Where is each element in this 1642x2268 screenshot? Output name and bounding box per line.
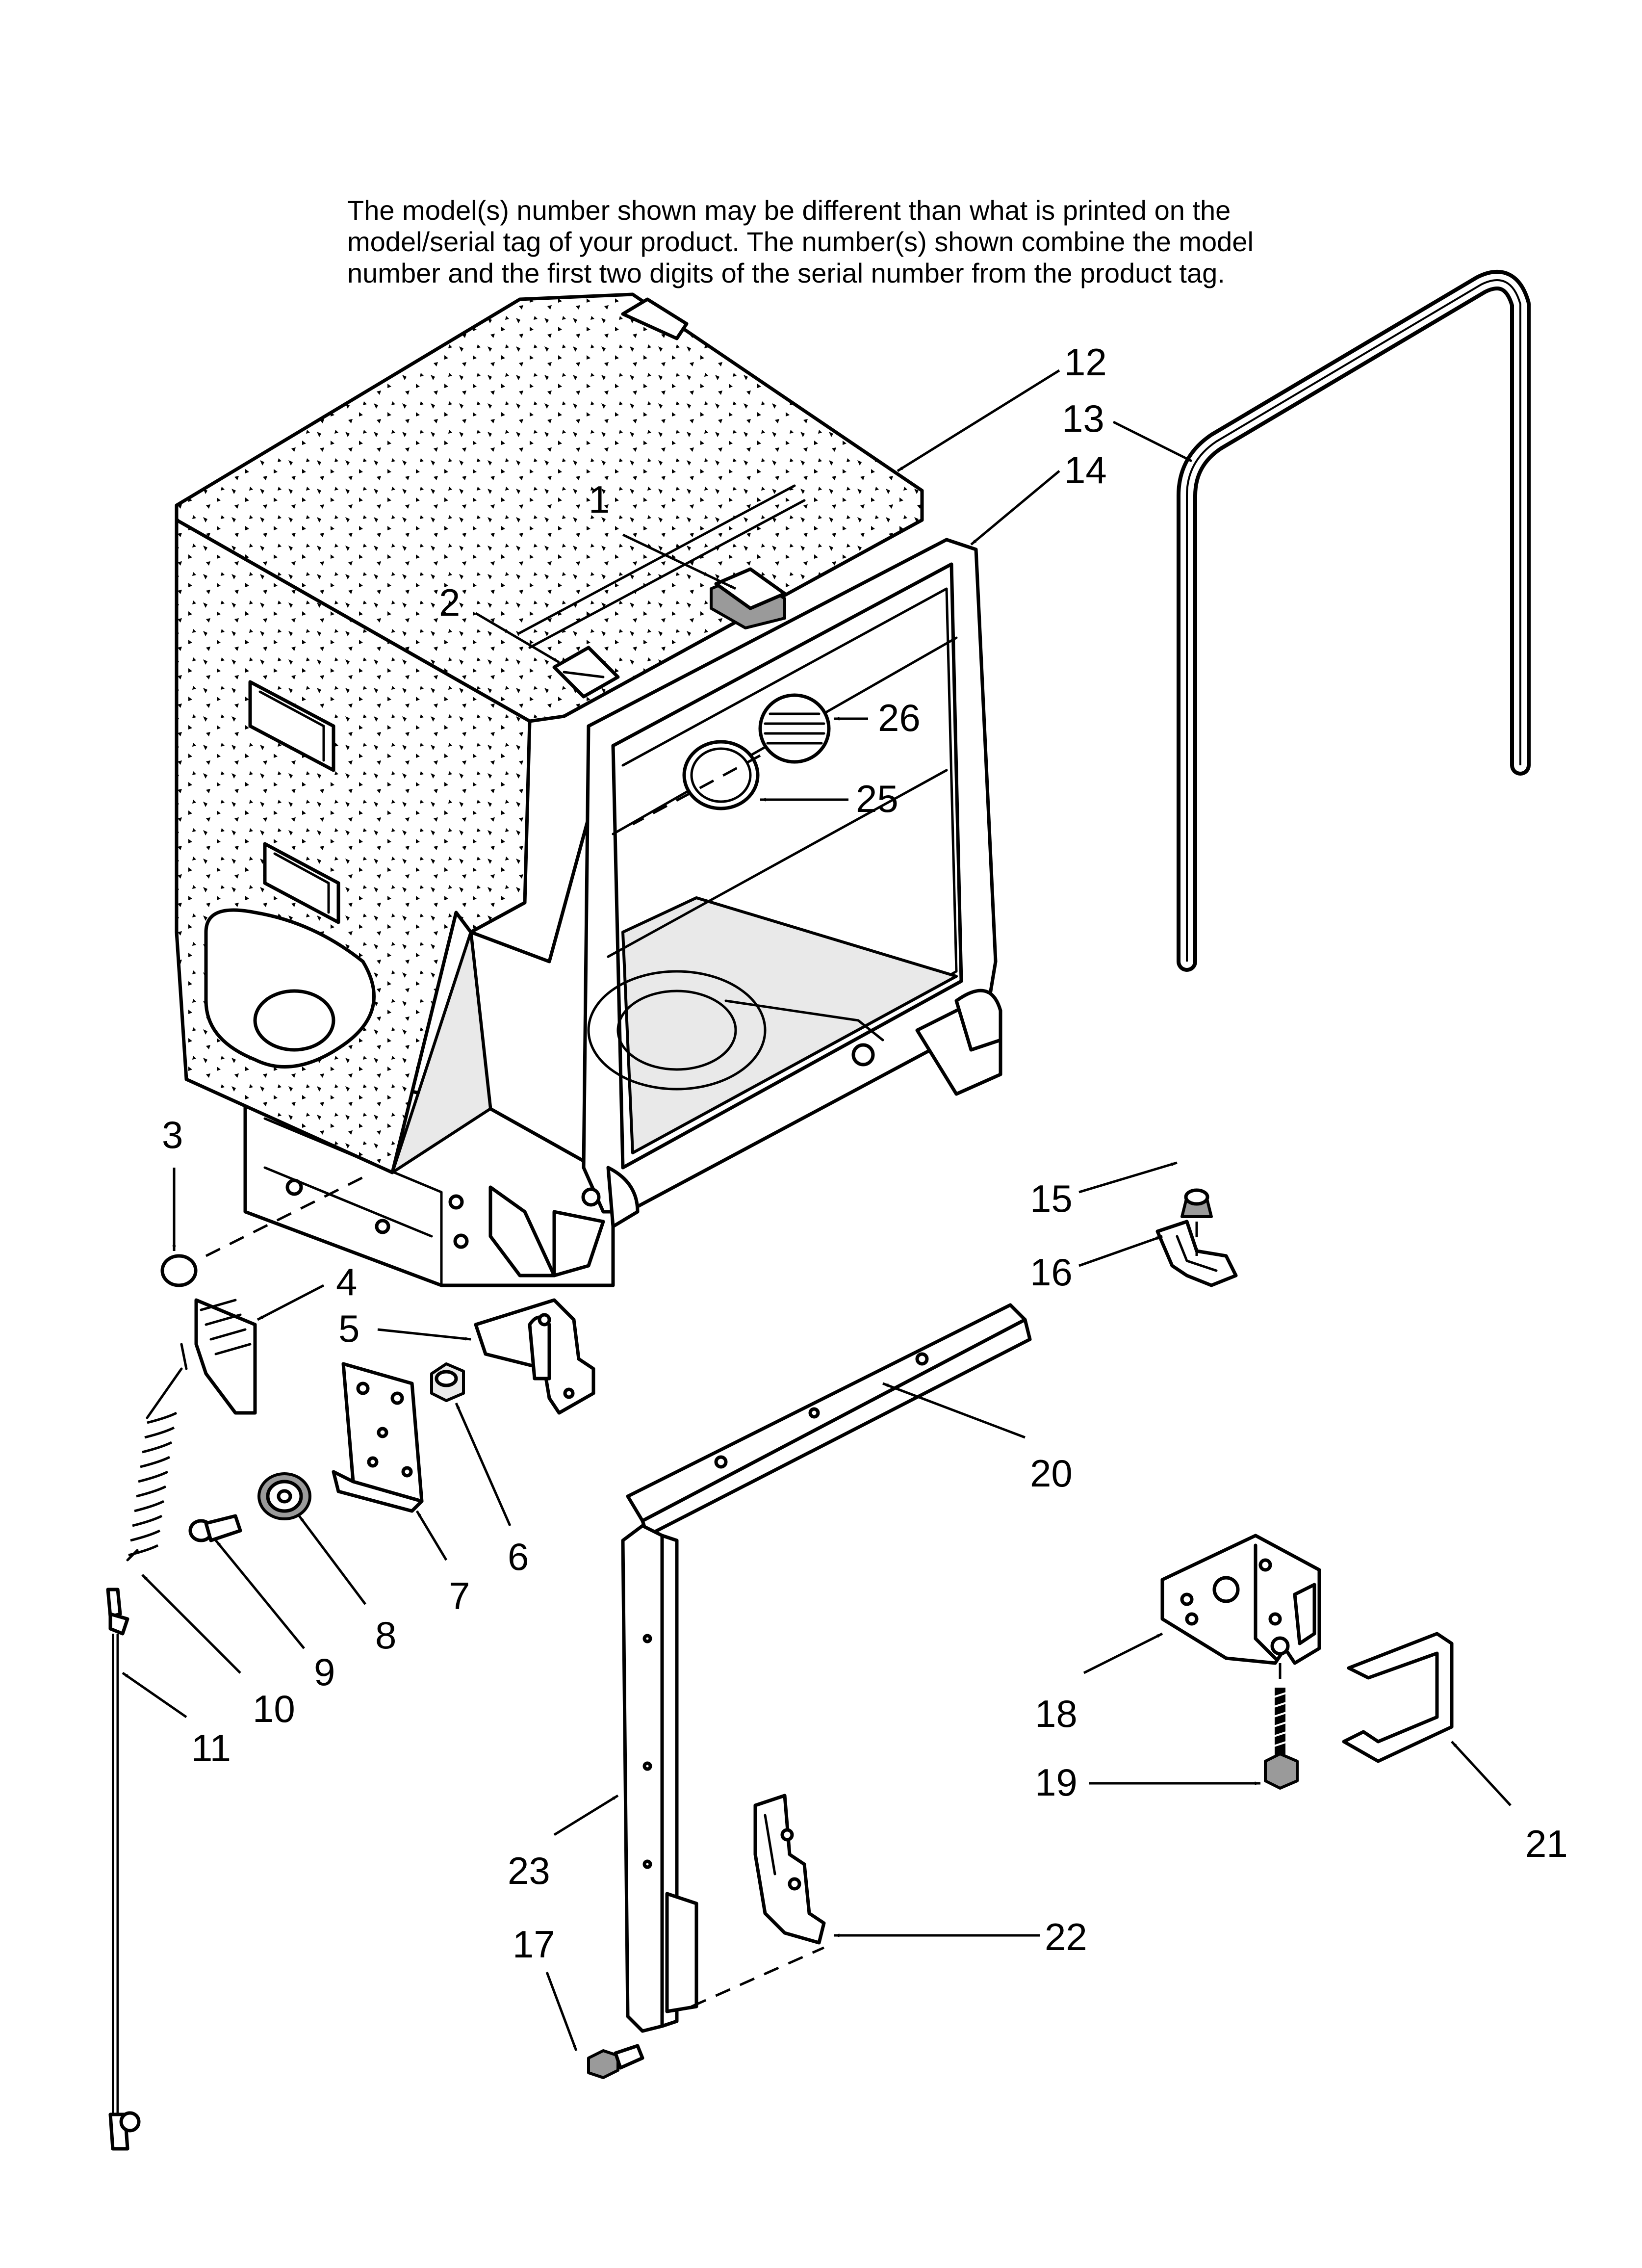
callout-7: 7 (449, 1574, 470, 1617)
part-13-door-gasket (1177, 270, 1531, 972)
callout-11: 11 (191, 1726, 231, 1770)
part-2-clip (552, 646, 620, 699)
part-20-rail (626, 1303, 1032, 1538)
part-15-foot (1180, 1188, 1213, 1218)
callout-12: 12 (1064, 340, 1107, 384)
callout-14: 14 (1064, 448, 1107, 492)
model-note-line-1: The model(s) number shown may be differe… (347, 195, 1231, 226)
part-21-cover (1342, 1632, 1454, 1763)
callout-26: 26 (878, 696, 921, 739)
part-9-pin (188, 1514, 242, 1542)
part-10-spring (126, 1343, 188, 1562)
callout-22: 22 (1045, 1915, 1087, 1958)
callout-16: 16 (1030, 1251, 1073, 1294)
part-8-wheel (257, 1472, 311, 1520)
part-25-ring (682, 740, 760, 810)
callout-17: 17 (513, 1923, 555, 1966)
part-17-screw (587, 2044, 644, 2079)
callout-1: 1 (589, 478, 610, 521)
callout-5: 5 (338, 1307, 359, 1350)
callout-23: 23 (508, 1849, 550, 1892)
part-5-hinge-bracket (474, 1298, 595, 1415)
model-note-line-2: model/serial tag of your product. The nu… (347, 226, 1254, 257)
leader-lines (122, 369, 1512, 2051)
callout-8: 8 (375, 1614, 396, 1657)
part-23-side-rail (621, 1524, 698, 2033)
part-11-cable (106, 1588, 141, 2151)
callout-4: 4 (336, 1260, 357, 1303)
part-7-plate (332, 1362, 424, 1513)
callout-9: 9 (314, 1650, 335, 1694)
callout-21: 21 (1525, 1822, 1568, 1865)
callout-10: 10 (253, 1687, 295, 1730)
callout-labels: 1 2 3 4 5 6 7 8 9 10 11 12 13 14 15 16 1… (162, 340, 1568, 1966)
part-18-bracket (1160, 1534, 1321, 1665)
callout-20: 20 (1030, 1452, 1073, 1495)
callout-18: 18 (1035, 1692, 1078, 1735)
part-22-door-hinge (753, 1794, 826, 1945)
model-note-line-3: number and the first two digits of the s… (347, 258, 1225, 288)
part-19-leveling-screw (1264, 1688, 1299, 1790)
part-4-bracket (194, 1298, 257, 1415)
callout-15: 15 (1030, 1177, 1073, 1220)
callout-19: 19 (1035, 1761, 1078, 1804)
callout-3: 3 (162, 1113, 183, 1156)
part-6-nut (430, 1362, 465, 1402)
model-note: The model(s) number shown may be differe… (347, 195, 1254, 288)
part-1-latch (710, 567, 787, 629)
callout-6: 6 (508, 1535, 529, 1578)
callout-13: 13 (1062, 397, 1104, 440)
callout-25: 25 (856, 777, 898, 820)
part-26-vent (758, 693, 831, 764)
callout-2: 2 (439, 581, 460, 624)
part-3-plug (160, 1254, 198, 1287)
